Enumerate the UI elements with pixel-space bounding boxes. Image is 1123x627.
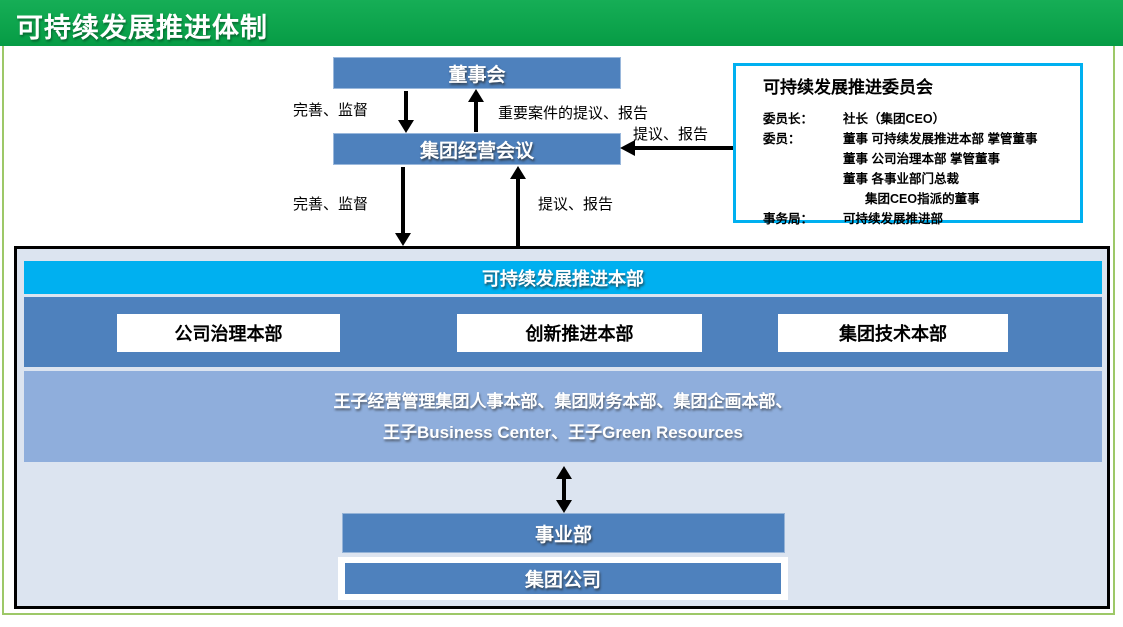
committee-row-member-3: 董事 各事业部门总裁 <box>843 172 959 186</box>
arrow-down-meeting-to-hq-icon <box>401 167 405 234</box>
label-proposal-report-from-committee: 提议、报告 <box>633 126 709 143</box>
label-proposal-report-lower: 提议、报告 <box>538 196 614 213</box>
committee-row-secretariat: 事务局： 可持续发展推进部 <box>763 212 944 226</box>
arrow-left-committee-to-meeting-head-icon <box>620 140 635 156</box>
dept-group-technology-box: 集团技术本部 <box>778 314 1008 352</box>
arrow-up-meeting-to-board-head-icon <box>468 89 484 102</box>
arrow-down-meeting-to-hq-head-icon <box>395 233 411 246</box>
arrow-double-up-head-icon <box>556 466 572 479</box>
support-units-line1: 王子经营管理集团人事本部、集团财务本部、集团企画本部、 <box>333 391 793 411</box>
group-companies-box: 集团公司 <box>345 563 781 594</box>
arrow-up-hq-to-meeting-head-icon <box>510 166 526 179</box>
label-improve-supervise-lower: 完善、监督 <box>293 196 369 213</box>
committee-row-member-1: 委员： 董事 可持续发展推进本部 掌管董事 <box>763 132 1038 146</box>
arrow-down-board-to-meeting-head-icon <box>398 120 414 133</box>
label-important-case-proposal-report: 重要案件的提议、报告 <box>498 105 649 122</box>
board-of-directors-box: 董事会 <box>333 57 621 89</box>
dept-corporate-governance-box: 公司治理本部 <box>117 314 340 352</box>
support-units-band: 王子经营管理集团人事本部、集团财务本部、集团企画本部、 王子Business C… <box>24 371 1102 462</box>
committee-row-member-2: 董事 公司治理本部 掌管董事 <box>843 152 1000 166</box>
sustainability-committee-box: 可持续发展推进委员会 委员长： 社长（集团CEO） 委员： 董事 可持续发展推进… <box>733 63 1083 226</box>
arrow-double-down-head-icon <box>556 500 572 513</box>
committee-row-member-4: 集团CEO指派的董事 <box>865 192 980 206</box>
group-management-meeting-box: 集团经营会议 <box>333 133 621 165</box>
arrow-left-committee-to-meeting-icon <box>634 146 733 150</box>
committee-row-chairperson: 委员长： 社长（集团CEO） <box>763 112 946 126</box>
arrow-double-shaft-icon <box>562 477 566 502</box>
arrow-up-hq-to-meeting-icon <box>516 178 520 246</box>
business-division-box: 事业部 <box>342 513 785 553</box>
label-improve-supervise-upper: 完善、监督 <box>293 102 369 119</box>
header-bar: 可持续发展推进体制 <box>0 0 1123 46</box>
page-title: 可持续发展推进体制 <box>16 13 268 43</box>
arrow-down-board-to-meeting-icon <box>404 91 408 121</box>
dept-innovation-promotion-box: 创新推进本部 <box>457 314 702 352</box>
support-units-line2: 王子Business Center、王子Green Resources <box>383 422 743 442</box>
committee-rows: 委员长： 社长（集团CEO） 委员： 董事 可持续发展推进本部 掌管董事 董事 … <box>763 109 1072 229</box>
committee-title: 可持续发展推进委员会 <box>763 78 933 97</box>
sustainability-hq-bar: 可持续发展推进本部 <box>24 261 1102 294</box>
arrow-up-meeting-to-board-icon <box>474 101 478 132</box>
